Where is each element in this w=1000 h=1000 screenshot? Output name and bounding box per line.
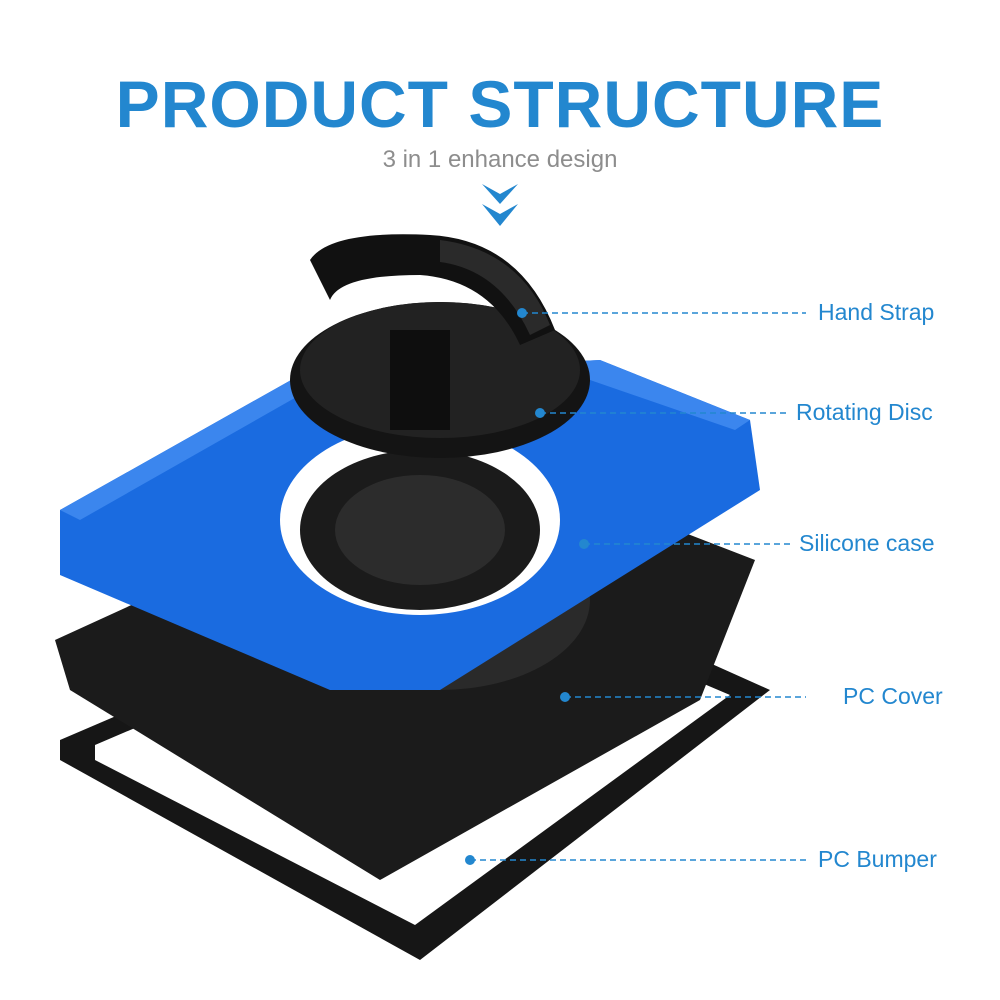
callout-pc-cover: PC Cover: [843, 683, 943, 709]
callout-silicone-case: Silicone case: [799, 530, 935, 556]
page-subtitle: 3 in 1 enhance design: [382, 146, 618, 173]
double-chevron-down-icon: [482, 184, 518, 226]
callout-hand-strap: Hand Strap: [818, 299, 935, 325]
callout-dot: [535, 408, 545, 418]
callout-rotating-disc: Rotating Disc: [796, 399, 933, 425]
callout-dot: [579, 539, 589, 549]
rotating-disc: [290, 302, 590, 458]
callout-dot: [517, 308, 527, 318]
page-title: PRODUCT STRUCTURE: [115, 67, 885, 141]
callout-pc-bumper: PC Bumper: [818, 846, 937, 872]
callout-dot: [465, 855, 475, 865]
callout-dot: [560, 692, 570, 702]
silicone-case: [60, 360, 760, 690]
